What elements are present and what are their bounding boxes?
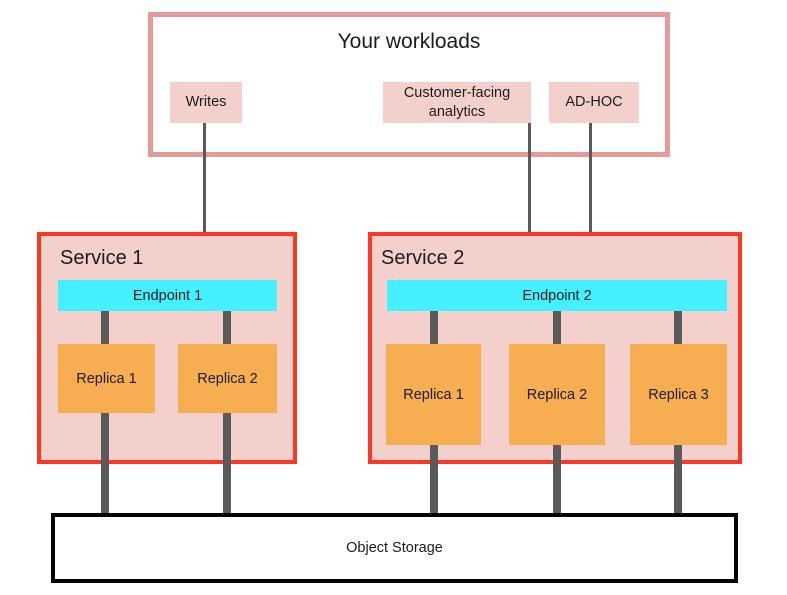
connector-s2-replica-3-to-storage	[674, 442, 682, 517]
connector-endpoint-2-to-s2-replica-2	[553, 311, 561, 347]
service-2-replica-1-box[interactable]: Replica 1	[386, 344, 481, 445]
connector-endpoint-2-to-s2-replica-3	[674, 311, 682, 347]
service-2-replica-2-box[interactable]: Replica 2	[509, 344, 605, 445]
connector-s2-replica-1-to-storage	[430, 442, 438, 517]
endpoint-2-box[interactable]: Endpoint 2	[387, 280, 727, 311]
arrow-adhoc-to-endpoint-2-line	[589, 123, 592, 265]
connector-s1-replica-1-to-storage	[101, 410, 109, 517]
object-storage-box[interactable]: Object Storage	[51, 513, 738, 583]
service-2-title: Service 2	[381, 247, 465, 269]
workload-chip-customer-facing-analytics[interactable]: Customer-facing analytics	[383, 82, 531, 123]
workload-chip-writes[interactable]: Writes	[170, 82, 242, 123]
arrow-writes-to-endpoint-1-line	[203, 123, 206, 251]
endpoint-1-box[interactable]: Endpoint 1	[58, 280, 277, 311]
arrow-analytics-to-endpoint-2-line	[528, 123, 531, 265]
workloads-title: Your workloads	[337, 30, 481, 53]
connector-s1-replica-2-to-storage	[223, 410, 231, 517]
service-1-replica-1-box[interactable]: Replica 1	[58, 344, 155, 413]
connector-endpoint-1-to-s1-replica-1	[101, 311, 109, 347]
workload-chip-ad-hoc[interactable]: AD-HOC	[549, 82, 639, 123]
service-1-title: Service 1	[60, 247, 144, 269]
service-2-replica-3-box[interactable]: Replica 3	[630, 344, 727, 445]
connector-s2-replica-2-to-storage	[553, 442, 561, 517]
connector-endpoint-2-to-s2-replica-1	[430, 311, 438, 347]
service-1-replica-2-box[interactable]: Replica 2	[178, 344, 277, 413]
connector-endpoint-1-to-s1-replica-2	[223, 311, 231, 347]
